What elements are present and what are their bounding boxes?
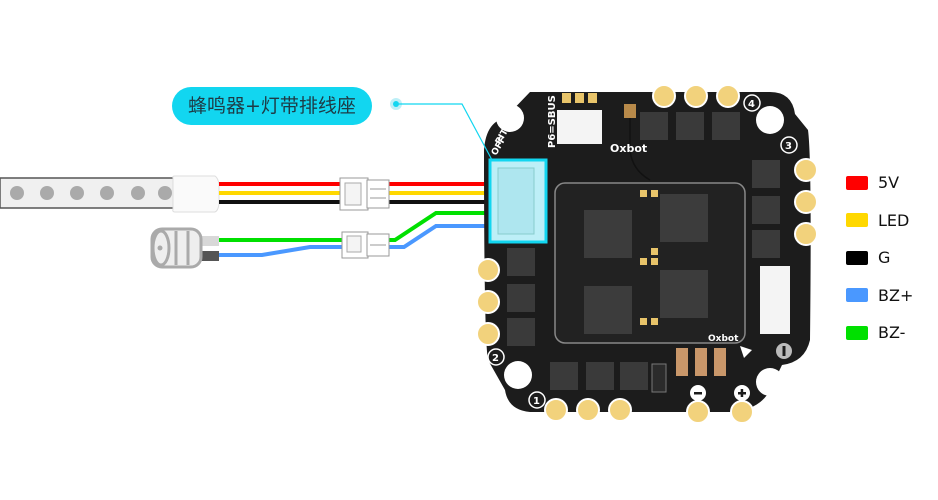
svg-text:1: 1 [533,396,540,407]
led-strip-dots [10,186,172,200]
legend-swatch [846,325,868,340]
svg-text:4: 4 [748,99,755,110]
connector-2pin [341,231,390,259]
legend-swatch [846,250,868,265]
wire-bz-minus [219,211,492,242]
antenna-cable [629,108,651,181]
silk-brand-bottom: Oxbot [708,334,739,344]
wire-legend: 5V LED G BZ+ BZ- [846,164,913,352]
arrow-marker [740,346,752,358]
sbus-connector [557,110,602,144]
legend-item-5v: 5V [846,164,913,202]
legend-item-g: G [846,239,913,277]
led-strip [0,175,220,213]
silk-brand-top: Oxbot [610,142,647,155]
legend-swatch [846,288,868,303]
silk-sbus: P6=SBUS [547,95,558,148]
diode [651,363,667,393]
mount-hole [756,368,784,396]
buzzer [150,227,219,269]
right-connector [760,266,790,334]
callout-leader [390,98,493,161]
svg-text:2: 2 [492,353,499,364]
legend-item-led: LED [846,202,913,240]
legend-swatch [846,213,868,228]
callout-label: 蜂鸣器+灯带排线座 [172,87,372,125]
svg-text:3: 3 [785,141,792,152]
connector-3pin [339,177,390,211]
legend-item-bz-minus: BZ- [846,314,913,352]
led-strip-end-cap [172,175,220,213]
legend-item-bz-plus: BZ+ [846,277,913,315]
legend-label: G [878,248,891,268]
mount-hole [496,104,524,132]
buzzer-led-connector [497,167,535,235]
antenna-connector [624,104,636,118]
motor-labels: 1 2 3 4 [487,94,798,409]
legend-label: LED [878,210,910,230]
esc-module [554,182,746,344]
mount-hole [756,106,784,134]
motor-pads [476,84,818,424]
flight-controller-board: P6=SBUS PIT OFF Oxbot Oxbot 1 2 3 4 [476,84,818,424]
legend-label: BZ- [878,323,906,343]
legend-label: BZ+ [878,285,914,305]
legend-swatch [846,175,868,190]
mount-hole [504,361,532,389]
legend-label: 5V [878,173,900,193]
